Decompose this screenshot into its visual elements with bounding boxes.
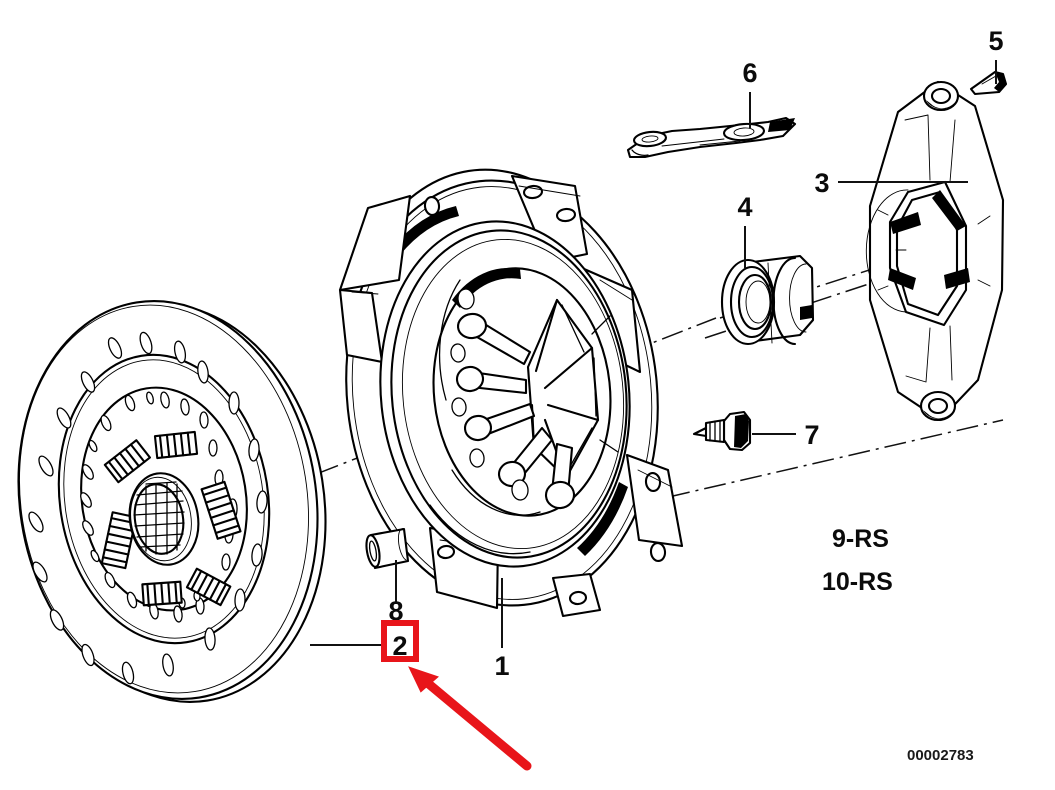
callout-label-5: 5 bbox=[988, 26, 1003, 56]
callout-label-1: 1 bbox=[494, 651, 509, 681]
clutch-disc-part bbox=[17, 300, 327, 703]
callout-label-3: 3 bbox=[814, 168, 829, 198]
disc-damper-springs bbox=[100, 430, 242, 607]
highlight-arrow bbox=[408, 666, 532, 771]
disc-splined-hub bbox=[128, 472, 200, 566]
callout-label-9rs: 9-RS bbox=[832, 525, 889, 553]
dowel-sleeve-part bbox=[365, 527, 410, 570]
callout-label-8: 8 bbox=[388, 596, 403, 626]
callout-label-6: 6 bbox=[742, 58, 757, 88]
release-bearing-part bbox=[720, 254, 815, 346]
pressure-plate-part bbox=[338, 168, 684, 618]
release-fork-part bbox=[865, 80, 1005, 422]
hex-bolt-part bbox=[692, 410, 752, 452]
retaining-spring-part bbox=[626, 116, 797, 159]
diaphragm-spring-fingers bbox=[438, 279, 600, 516]
callout-label-10rs: 10-RS bbox=[822, 568, 893, 596]
callout-leader-lines bbox=[310, 60, 997, 648]
drive-strap-details bbox=[429, 315, 619, 555]
highlight-box bbox=[381, 620, 419, 662]
disc-outer-rivet-holes bbox=[28, 331, 268, 685]
callout-labels: 1 2 3 4 5 6 7 8 9-RS 10-RS bbox=[388, 26, 1003, 681]
pressure-plate-mounting-ears bbox=[338, 174, 684, 618]
drawing-number: 00002783 bbox=[907, 747, 974, 764]
callout-label-2: 2 bbox=[392, 631, 407, 661]
callout-label-7: 7 bbox=[804, 420, 819, 450]
callout-label-4: 4 bbox=[737, 192, 752, 222]
